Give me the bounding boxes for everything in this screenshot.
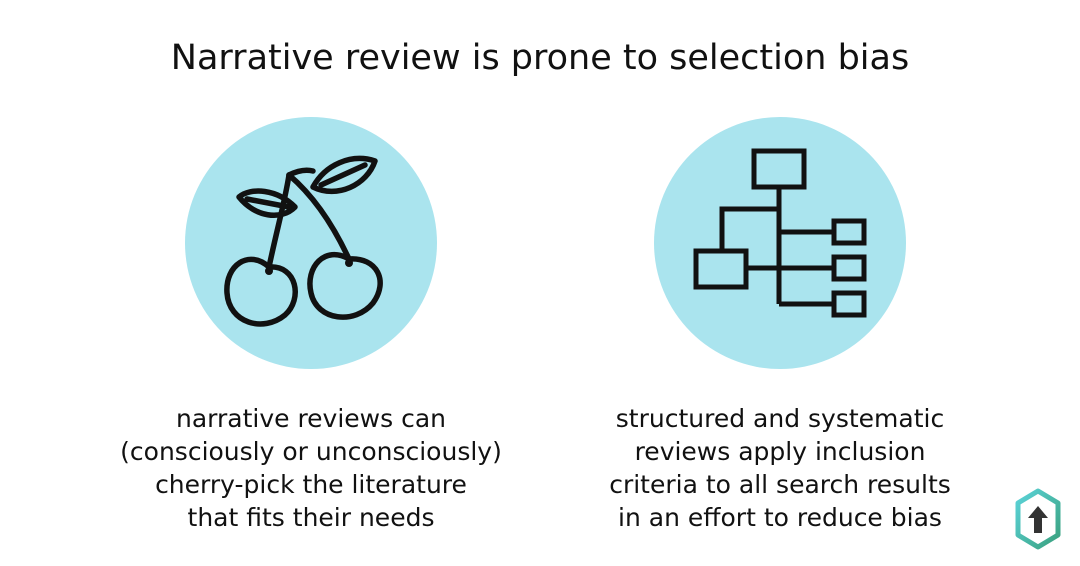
cherry-circle <box>185 117 437 369</box>
caption-line: narrative reviews can <box>175 404 447 433</box>
right-caption: structured and systematic reviews apply … <box>560 402 1000 534</box>
caption-line: in an effort to reduce bias <box>618 503 942 532</box>
caption-line: reviews apply inclusion <box>634 437 926 466</box>
caption-line: cherry-pick the literature <box>155 470 467 499</box>
cherries-icon <box>224 155 383 327</box>
hierarchy-circle <box>654 117 906 369</box>
left-caption: narrative reviews can (consciously or un… <box>91 402 531 534</box>
hierarchy-flowchart-icon <box>693 148 867 318</box>
caption-line: criteria to all search results <box>609 470 951 499</box>
caption-line: that fits their needs <box>187 503 435 532</box>
caption-line: (consciously or unconsciously) <box>120 437 502 466</box>
page-title: Narrative review is prone to selection b… <box>170 38 910 78</box>
caption-line: structured and systematic <box>615 404 945 433</box>
hexagon-upload-arrow-logo <box>1014 488 1062 556</box>
